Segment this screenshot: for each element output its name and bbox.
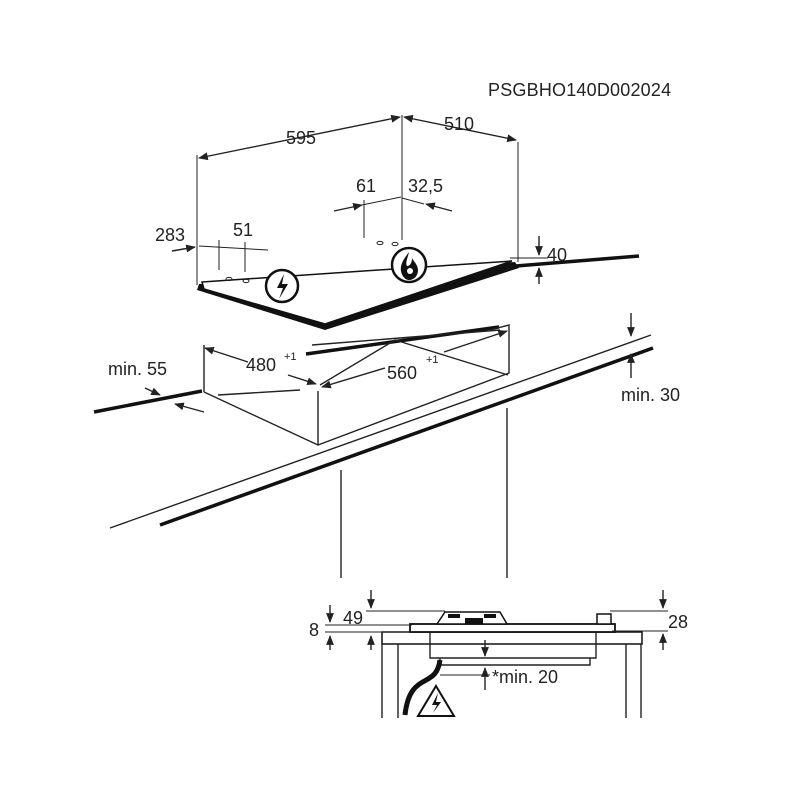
dim-8: 8 <box>309 605 412 650</box>
dim-283-51: 283 51 <box>155 220 269 272</box>
dim-8-label: 8 <box>309 620 319 640</box>
dim-560-tolerance: +1 <box>426 354 439 366</box>
document-code: PSGBHO140D002024 <box>488 80 671 100</box>
dim-480-tolerance: +1 <box>284 351 297 363</box>
side-section <box>381 611 643 718</box>
dim-595: 595 <box>198 114 401 161</box>
dim-min20: *min. 20 <box>440 640 558 690</box>
dim-40: 40 <box>510 236 567 284</box>
dim-61: 61 <box>333 176 402 212</box>
dim-min30: min. 30 <box>621 313 680 405</box>
dim-51-label: 51 <box>233 220 253 240</box>
dim-40-label: 40 <box>547 245 567 265</box>
hob-controls <box>225 240 399 284</box>
dim-480: 480 +1 <box>204 347 317 386</box>
cutout <box>203 324 510 446</box>
dim-480-label: 480 <box>246 355 276 375</box>
dim-510: 510 <box>403 114 517 143</box>
dim-560-label: 560 <box>387 363 417 383</box>
dim-min20-label: *min. 20 <box>492 667 558 687</box>
dim-32-5: 32,5 <box>401 176 453 212</box>
gas-flame-icon <box>390 246 428 284</box>
electric-warning-icon <box>416 684 456 717</box>
dim-28-label: 28 <box>668 612 688 632</box>
dim-510-label: 510 <box>444 114 474 134</box>
dim-560: 560 +1 <box>321 330 508 389</box>
dim-32-5-label: 32,5 <box>408 176 443 196</box>
electric-hazard-icon <box>264 268 300 304</box>
dim-595-label: 595 <box>286 128 316 148</box>
dim-min55: min. 55 <box>108 359 205 413</box>
dim-min30-label: min. 30 <box>621 385 680 405</box>
dim-283-label: 283 <box>155 225 185 245</box>
dim-min55-label: min. 55 <box>108 359 167 379</box>
dim-49-label: 49 <box>343 608 363 628</box>
dim-49: 49 <box>343 590 445 650</box>
worktop <box>93 254 654 578</box>
dim-61-label: 61 <box>356 176 376 196</box>
dim-28: 28 <box>610 590 688 650</box>
